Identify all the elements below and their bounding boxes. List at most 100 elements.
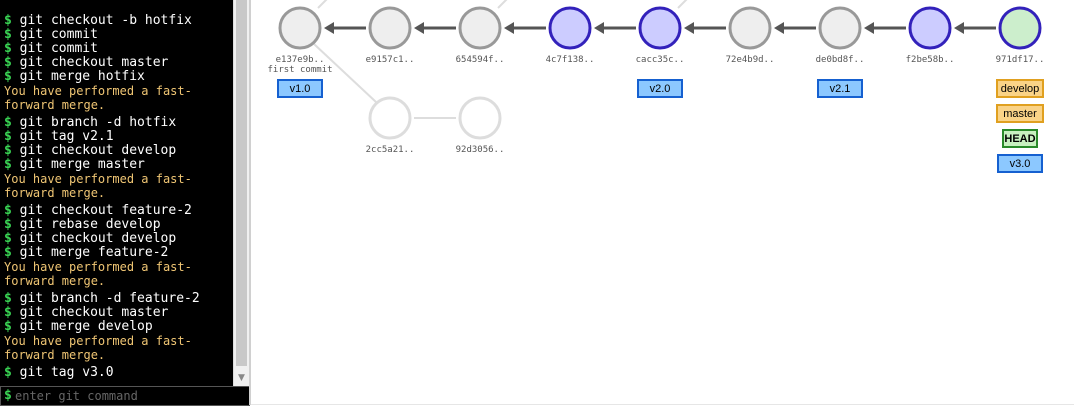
- terminal-command-line: $ git checkout master: [4, 306, 233, 320]
- command-text: git checkout master: [11, 55, 169, 70]
- scrollbar-thumb[interactable]: [236, 0, 247, 366]
- prompt-symbol: $: [4, 13, 12, 28]
- terminal-command-line: $ git checkout develop: [4, 144, 233, 158]
- command-text: git checkout -b hotfix: [11, 13, 192, 28]
- command-text: git commit: [11, 41, 98, 56]
- arrowhead: [684, 22, 694, 34]
- command-text: git commit: [11, 27, 98, 42]
- prompt-symbol: $: [4, 41, 12, 56]
- terminal-output-line: forward merge.: [4, 274, 106, 288]
- prompt-symbol: $: [4, 245, 12, 260]
- terminal-command-line: $ git branch -d feature-2: [4, 292, 233, 306]
- orphan-commit-node[interactable]: [458, 96, 502, 140]
- terminal-output-line: You have performed a fast-: [4, 334, 192, 348]
- prompt-symbol: $: [4, 55, 12, 70]
- prompt-symbol: $: [4, 203, 12, 218]
- command-text: git merge hotfix: [11, 69, 145, 84]
- faded-parent-arrow: [677, 0, 688, 9]
- command-text: git tag v3.0: [11, 365, 114, 380]
- terminal-command-line: $ git checkout master: [4, 56, 233, 70]
- orphan-commit-hash: 92d3056..: [456, 145, 505, 155]
- prompt-symbol: $: [4, 143, 12, 158]
- commit-node[interactable]: [908, 6, 952, 50]
- commit-hash: 971df17..: [996, 55, 1045, 65]
- command-text: git tag v2.1: [11, 129, 114, 144]
- faded-parent-arrow: [317, 0, 328, 9]
- prompt-symbol: $: [4, 231, 12, 246]
- terminal-command-group: $ git tag v3.0: [4, 366, 233, 380]
- commit-node[interactable]: [728, 6, 772, 50]
- prompt-symbol: $: [4, 319, 12, 334]
- command-text: git checkout master: [11, 305, 169, 320]
- commit-node[interactable]: [818, 6, 862, 50]
- command-text: git branch -d hotfix: [11, 115, 177, 130]
- terminal-output-line: forward merge.: [4, 186, 106, 200]
- commit-node[interactable]: [998, 6, 1042, 50]
- commit-hash: e9157c1..: [366, 55, 415, 65]
- terminal-command-line: $ git rebase develop: [4, 218, 233, 232]
- commit-hash: 4c7f138..: [546, 55, 595, 65]
- terminal-command-line: $ git branch -d hotfix: [4, 116, 233, 130]
- prompt-symbol: $: [4, 69, 12, 84]
- commit-node[interactable]: [638, 6, 682, 50]
- terminal-command-group: $ git checkout feature-2$ git rebase dev…: [4, 204, 233, 289]
- commit-hash: 654594f..: [456, 55, 505, 65]
- terminal-command-line: $ git merge develop: [4, 320, 233, 334]
- faded-parent-arrow: [497, 0, 508, 9]
- terminal-output-line: You have performed a fast-: [4, 260, 192, 274]
- arrowhead: [954, 22, 964, 34]
- commit-node[interactable]: [458, 6, 502, 50]
- commit-message: first commit: [267, 65, 332, 75]
- commit-node[interactable]: [368, 6, 412, 50]
- terminal-output-line: You have performed a fast-: [4, 84, 192, 98]
- arrowhead: [504, 22, 514, 34]
- terminal-command-line: $ git checkout feature-2: [4, 204, 233, 218]
- terminal-command-line: $ git merge feature-2: [4, 246, 233, 260]
- graph-divider: [249, 0, 251, 405]
- prompt-symbol: $: [4, 305, 12, 320]
- terminal-command-line: $ git checkout -b hotfix: [4, 14, 233, 28]
- commit-hash: de0bd8f..: [816, 55, 865, 65]
- branch-label-master[interactable]: master: [996, 104, 1044, 123]
- command-input-area: $: [0, 386, 250, 406]
- arrowhead: [594, 22, 604, 34]
- terminal-command-line: $ git merge master: [4, 158, 233, 172]
- terminal-scrollbar[interactable]: ▼: [233, 0, 249, 386]
- commit-hash: f2be58b..: [906, 55, 955, 65]
- command-text: git merge master: [11, 157, 145, 172]
- prompt-symbol: $: [4, 27, 12, 42]
- input-prompt-symbol: $: [4, 388, 12, 403]
- terminal-history: $ git checkout -b hotfix$ git commit$ gi…: [0, 14, 233, 384]
- terminal-command-line: $ git checkout develop: [4, 232, 233, 246]
- commit-graph-svg: 2cc5a21..92d3056..e137e9b..first commite…: [267, 0, 1045, 155]
- commit-hash: e137e9b..: [276, 55, 325, 65]
- head-label[interactable]: HEAD: [1002, 129, 1038, 148]
- prompt-symbol: $: [4, 291, 12, 306]
- command-text: git checkout develop: [11, 231, 177, 246]
- command-text: git checkout develop: [11, 143, 177, 158]
- orphan-commit-node[interactable]: [368, 96, 412, 140]
- prompt-symbol: $: [4, 129, 12, 144]
- terminal-command-group: $ git branch -d feature-2$ git checkout …: [4, 292, 233, 363]
- scroll-down-arrow-icon[interactable]: ▼: [234, 370, 249, 386]
- terminal-command-line: $ git tag v2.1: [4, 130, 233, 144]
- tag-label[interactable]: v2.1: [817, 79, 863, 98]
- tag-label[interactable]: v3.0: [997, 154, 1043, 173]
- prompt-symbol: $: [4, 217, 12, 232]
- git-command-input[interactable]: [15, 388, 245, 404]
- commit-node[interactable]: [548, 6, 592, 50]
- terminal-command-line: $ git tag v3.0: [4, 366, 233, 380]
- terminal-output-line: forward merge.: [4, 348, 106, 362]
- faded-parent-arrow: [313, 43, 377, 103]
- terminal-output-line: forward merge.: [4, 98, 106, 112]
- command-text: git branch -d feature-2: [11, 291, 200, 306]
- branch-label-develop[interactable]: develop: [996, 79, 1044, 98]
- terminal-output: $ git checkout -b hotfix$ git commit$ gi…: [0, 0, 233, 386]
- terminal-command-group: $ git branch -d hotfix$ git tag v2.1$ gi…: [4, 116, 233, 201]
- command-text: git merge feature-2: [11, 245, 169, 260]
- terminal-command-line: $ git commit: [4, 28, 233, 42]
- tag-label[interactable]: v2.0: [637, 79, 683, 98]
- tag-label[interactable]: v1.0: [277, 79, 323, 98]
- commit-node[interactable]: [278, 6, 322, 50]
- arrowhead: [414, 22, 424, 34]
